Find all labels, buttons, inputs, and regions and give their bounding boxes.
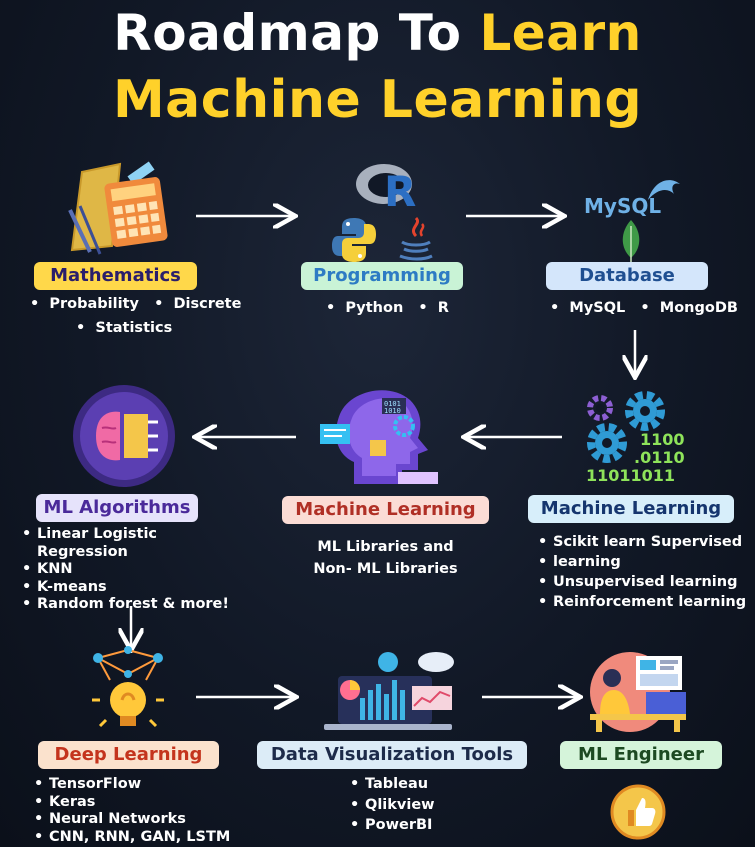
machine-learning-right-label: Machine Learning xyxy=(528,495,734,523)
list-item: Unsupervised learning xyxy=(538,572,753,592)
python-icon xyxy=(332,218,376,262)
database-icons: MySQL xyxy=(580,174,690,264)
title-part2: Learn xyxy=(479,4,642,62)
ml-algorithms-list: Linear Logistic Regression KNN K-means R… xyxy=(22,526,252,614)
text-line: Non- ML Libraries xyxy=(313,561,458,577)
list-item: Qlikview xyxy=(350,795,500,816)
list-item: Neural Networks xyxy=(34,811,234,829)
list-item: CNN, RNN, GAN, LSTM xyxy=(34,829,234,847)
title-part1: Roadmap To xyxy=(113,4,480,62)
machine-learning-right-list: Scikit learn Supervised learning Unsuper… xyxy=(538,532,753,612)
gear-icon xyxy=(625,391,665,431)
gear-large-icon xyxy=(587,423,627,463)
list-item: K-means xyxy=(22,579,252,597)
programming-icons: R xyxy=(330,160,440,264)
data-visualization-label: Data Visualization Tools xyxy=(257,741,527,769)
list-item: Keras xyxy=(34,794,234,812)
list-item: TensorFlow xyxy=(34,776,234,794)
programming-label: Programming xyxy=(301,262,463,290)
list-item: Linear Logistic Regression xyxy=(22,526,252,561)
list-item: Discrete xyxy=(173,296,242,312)
list-item-bullet: • xyxy=(138,296,174,312)
list-item: R xyxy=(437,300,449,316)
deep-learning-label: Deep Learning xyxy=(38,741,219,769)
gear-small-icon xyxy=(587,395,613,421)
r-logo-icon: R xyxy=(356,164,416,212)
page-title-line2: Machine Learning xyxy=(112,70,643,130)
java-icon xyxy=(399,216,433,261)
machine-learning-middle-text: ML Libraries and Non- ML Libraries xyxy=(282,536,489,580)
ml-algorithms-label: ML Algorithms xyxy=(36,494,198,522)
list-item-bullet: • xyxy=(30,296,50,312)
dashboard-icon xyxy=(324,652,454,730)
binary-line-3: 11011011 xyxy=(586,466,676,485)
list-item-bullet: • xyxy=(403,300,438,316)
r-letter: R xyxy=(384,167,416,212)
machine-learning-middle-label: Machine Learning xyxy=(282,496,489,524)
list-item: Reinforcement learning xyxy=(538,592,753,612)
engineer-workstation-icon xyxy=(590,652,686,732)
database-label: Database xyxy=(546,262,708,290)
programming-items: • Python • R xyxy=(326,300,449,316)
list-item: KNN xyxy=(22,561,252,579)
list-item: Probability xyxy=(49,296,139,312)
list-item: PowerBI xyxy=(350,815,500,836)
ai-head-icon: 0101 1010 xyxy=(320,390,438,484)
list-item-bullet: • xyxy=(76,320,96,336)
database-items: • MySQL • MongoDB xyxy=(550,300,738,316)
list-item-bullet: • xyxy=(550,300,570,316)
binary-line-2: .0110 xyxy=(634,448,685,467)
binary-line-1: 1100 xyxy=(640,430,685,449)
mathematics-label: Mathematics xyxy=(34,262,197,290)
list-item-bullet: • xyxy=(326,300,346,316)
list-item-bullet: • xyxy=(625,300,660,316)
text-line: ML Libraries and xyxy=(317,539,454,555)
page-title-line1: Roadmap To Learn xyxy=(0,4,755,62)
gears-binary-icon: 1100 .0110 11011011 xyxy=(580,388,690,488)
list-item: Python xyxy=(345,300,404,316)
list-item: learning xyxy=(538,552,753,572)
list-item: Statistics xyxy=(95,320,173,336)
data-visualization-list: Tableau Qlikview PowerBI xyxy=(350,774,500,836)
list-item: Scikit learn Supervised xyxy=(538,532,753,552)
neural-bulb-icon xyxy=(92,646,164,728)
calculator-icon xyxy=(68,161,168,255)
ml-engineer-label: ML Engineer xyxy=(560,741,722,769)
mysql-logo-text: MySQL xyxy=(584,194,662,218)
list-item: MySQL xyxy=(569,300,626,316)
mathematics-items-row1: • Probability • Discrete xyxy=(30,296,241,312)
deep-learning-list: TensorFlow Keras Neural Networks CNN, RN… xyxy=(34,776,234,846)
svg-text:1010: 1010 xyxy=(384,407,401,415)
list-item: Random forest & more! xyxy=(22,596,252,614)
brain-chip-icon xyxy=(73,385,175,487)
list-item: MongoDB xyxy=(659,300,738,316)
svg-text:0101: 0101 xyxy=(384,400,401,408)
mongodb-leaf-icon xyxy=(622,220,640,263)
dolphin-icon xyxy=(648,180,680,200)
mathematics-items-row2: • Statistics xyxy=(76,320,172,336)
thumbs-up-icon xyxy=(610,784,666,840)
list-item: Tableau xyxy=(350,774,500,795)
